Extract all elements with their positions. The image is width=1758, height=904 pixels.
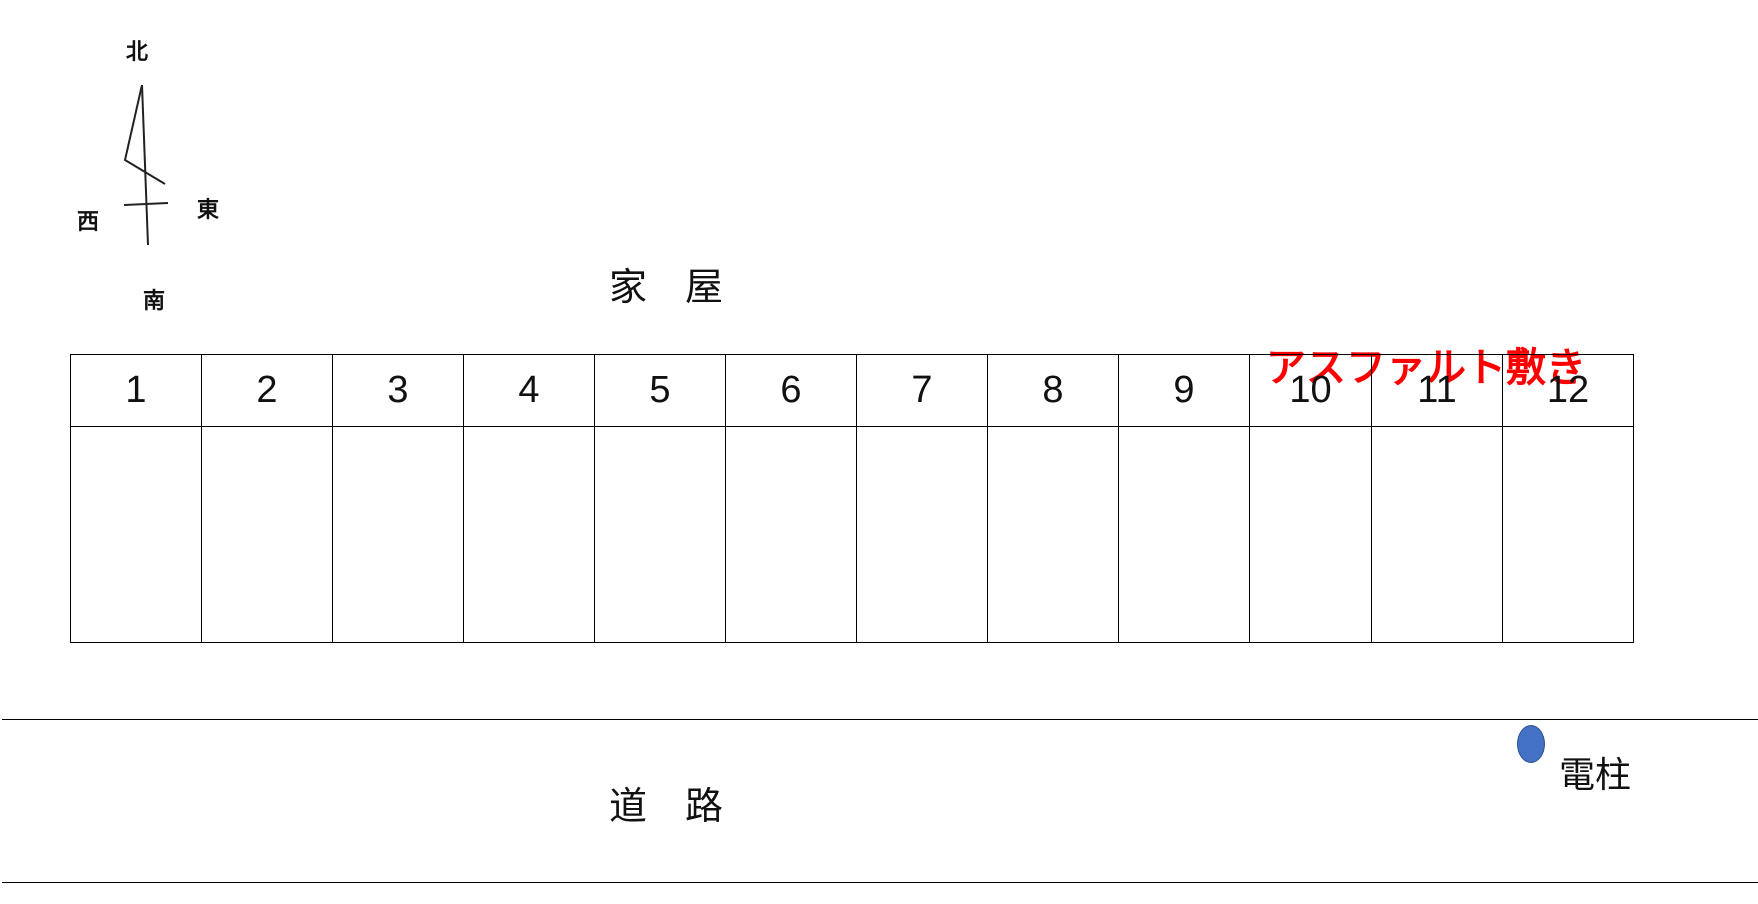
parking-lot-grid: 1 2 3 4 5 6 7 8 9 10 11 12 xyxy=(70,354,1634,643)
compass-south-label: 南 xyxy=(143,289,166,314)
road-label: 道 路 xyxy=(609,784,724,828)
lot-number: 3 xyxy=(332,354,464,427)
utility-pole-label: 電柱 xyxy=(1559,755,1632,796)
parking-space xyxy=(201,426,333,643)
parking-space xyxy=(987,426,1119,643)
road-edge-bottom xyxy=(2,882,1758,883)
parking-space xyxy=(1249,426,1372,643)
parking-space xyxy=(594,426,726,643)
parking-space xyxy=(1118,426,1250,643)
compass-arrow-icon xyxy=(123,84,169,246)
lot-number: 10 xyxy=(1249,354,1372,427)
parking-space xyxy=(463,426,595,643)
lot-number: 4 xyxy=(463,354,595,427)
house-label: 家 屋 xyxy=(609,265,724,309)
compass-west-label: 西 xyxy=(77,210,100,235)
lot-number: 6 xyxy=(725,354,857,427)
parking-space xyxy=(1371,426,1503,643)
lot-number-row: 1 2 3 4 5 6 7 8 9 10 11 12 xyxy=(70,354,1634,427)
parking-space xyxy=(856,426,988,643)
parking-space xyxy=(332,426,464,643)
lot-number: 9 xyxy=(1118,354,1250,427)
road-edge-top xyxy=(2,719,1758,720)
utility-pole-icon xyxy=(1517,725,1545,763)
lot-number: 2 xyxy=(201,354,333,427)
parking-space xyxy=(1502,426,1634,643)
lot-space-row xyxy=(70,426,1634,643)
parking-space xyxy=(70,426,202,643)
lot-number: 8 xyxy=(987,354,1119,427)
compass-east-label: 東 xyxy=(197,198,220,223)
parking-space xyxy=(725,426,857,643)
lot-number: 1 xyxy=(70,354,202,427)
lot-number: 5 xyxy=(594,354,726,427)
lot-number: 12 xyxy=(1502,354,1634,427)
lot-number: 7 xyxy=(856,354,988,427)
compass-north-label: 北 xyxy=(126,40,149,65)
lot-number: 11 xyxy=(1371,354,1503,427)
